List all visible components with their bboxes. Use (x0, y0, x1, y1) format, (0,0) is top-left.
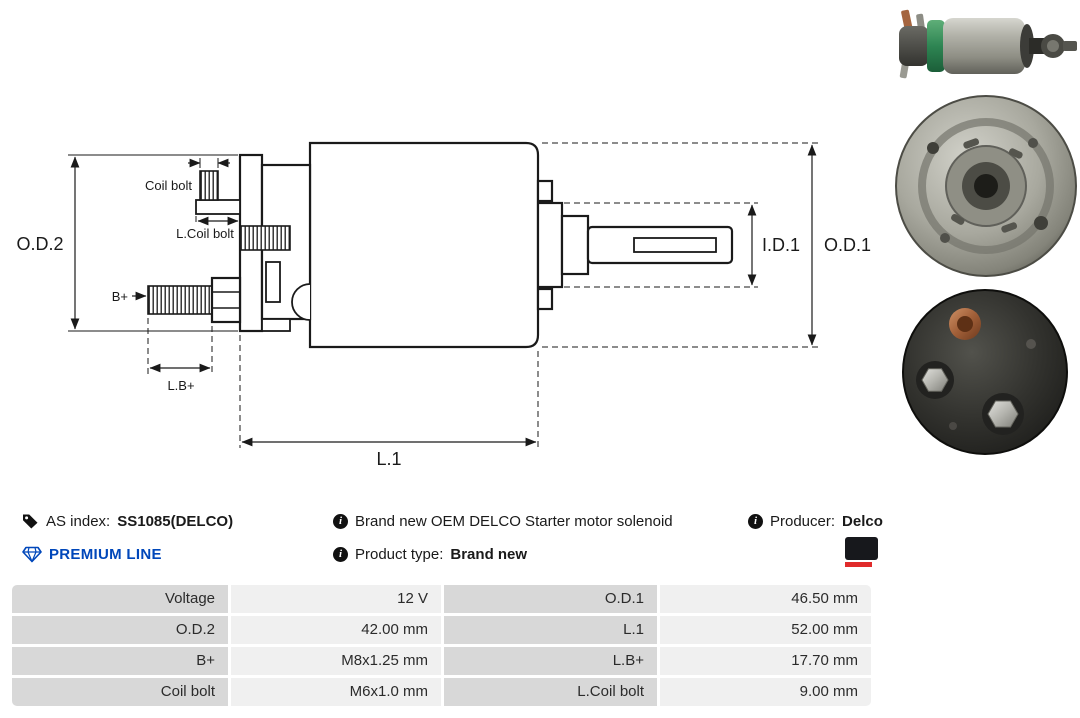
product-photo-side-view[interactable] (893, 4, 1080, 84)
spec-value: 52.00 mm (660, 616, 871, 644)
spec-label: Voltage (12, 585, 228, 613)
tags-icon (23, 514, 38, 529)
brand-logo-red-stripe (845, 562, 872, 567)
info-icon: i (333, 546, 348, 562)
dim-label-l-b-plus: L.B+ (167, 378, 194, 393)
producer-label: Producer: (770, 512, 836, 530)
dim-label-od2: O.D.2 (16, 234, 63, 254)
product-photo-front-view[interactable] (893, 88, 1080, 284)
info-icon: i (333, 513, 348, 529)
spec-label: L.Coil bolt (444, 678, 657, 706)
producer: i Producer: Delco (748, 511, 883, 531)
dim-label-l-coil-bolt: L.Coil bolt (176, 226, 234, 241)
spec-value: 9.00 mm (660, 678, 871, 706)
dimension-lines: O.D.2 Coil bolt L.Coil bolt B+ L.B+ (16, 142, 871, 469)
as-index-value: SS1085(DELCO) (117, 512, 234, 530)
dim-label-coil-bolt: Coil bolt (145, 178, 192, 193)
description-text: Brand new OEM DELCO Starter motor soleno… (355, 512, 673, 530)
diamond-icon (22, 546, 42, 562)
product-type-label: Product type: (355, 545, 444, 563)
dim-label-id1: I.D.1 (762, 235, 800, 255)
product-type-value: Brand new (450, 545, 528, 563)
spec-label: O.D.2 (12, 616, 228, 644)
spec-value: 17.70 mm (660, 647, 871, 675)
spec-label: L.1 (444, 616, 657, 644)
spec-label: Coil bolt (12, 678, 228, 706)
spec-value: 42.00 mm (231, 616, 441, 644)
product-photo-cap-view[interactable] (893, 286, 1080, 458)
dim-label-b-plus: B+ (112, 289, 128, 304)
as-index-label: AS index: (46, 512, 111, 530)
info-icon: i (748, 513, 763, 529)
product-description: i Brand new OEM DELCO Starter motor sole… (333, 511, 673, 531)
premium-line-label: PREMIUM LINE (49, 545, 162, 563)
spec-label: L.B+ (444, 647, 657, 675)
as-index: AS index: SS1085(DELCO) (22, 511, 233, 531)
spec-label: B+ (12, 647, 228, 675)
spec-value: 12 V (231, 585, 441, 613)
solenoid-outline (147, 141, 734, 349)
spec-table: Voltage 12 V O.D.1 46.50 mm O.D.2 42.00 … (12, 585, 871, 706)
premium-line: PREMIUM LINE (22, 544, 162, 564)
spec-value: M8x1.25 mm (231, 647, 441, 675)
brand-logo (845, 537, 879, 567)
technical-drawing: O.D.2 Coil bolt L.Coil bolt B+ L.B+ (16, 141, 871, 469)
dim-label-od1: O.D.1 (824, 235, 871, 255)
spec-label: O.D.1 (444, 585, 657, 613)
spec-value: M6x1.0 mm (231, 678, 441, 706)
brand-logo-black-block (845, 537, 878, 560)
dim-label-l1: L.1 (376, 449, 401, 469)
product-type: i Product type: Brand new (333, 544, 527, 564)
spec-value: 46.50 mm (660, 585, 871, 613)
producer-value: Delco (842, 512, 883, 530)
